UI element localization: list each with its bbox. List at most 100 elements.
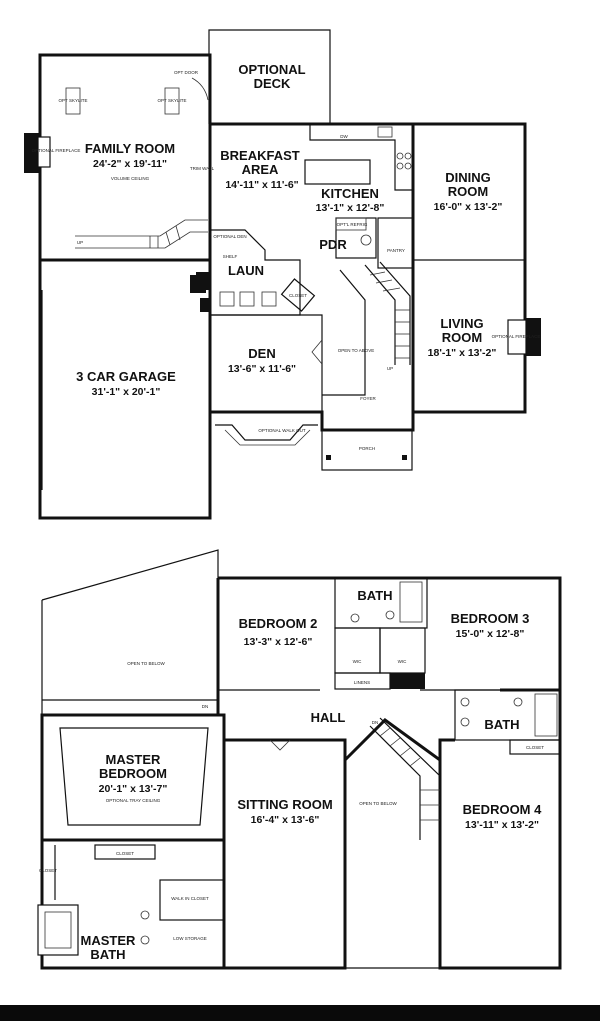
master-bedroom-name-1: MASTER <box>106 752 162 767</box>
upper-bath-walls <box>334 577 428 629</box>
family-up-label: UP <box>77 240 83 245</box>
low-storage-label: LOW STORAGE <box>173 936 206 941</box>
linens-wall-block <box>390 673 425 689</box>
porch <box>321 429 413 471</box>
optional-deck-name-2: DECK <box>254 76 291 91</box>
opt-refrig-label: OPT'L REFRIG <box>337 222 368 227</box>
upper-open-to-below: OPEN TO BELOW <box>127 661 165 666</box>
right-sink-1 <box>460 697 470 707</box>
opt-door-label: OPT DOOR <box>174 70 199 75</box>
laun-name: LAUN <box>228 263 264 278</box>
hall-name: HALL <box>311 710 346 725</box>
tray-ceiling <box>59 727 209 826</box>
open-to-above-label: OPEN TO ABOVE <box>338 348 375 353</box>
breakfast-area-name-1: BREAKFAST <box>220 148 300 163</box>
stair-up-label: UP <box>387 366 393 371</box>
wic-left-label: WIC <box>353 659 362 664</box>
kitchen-counters <box>304 124 413 191</box>
family-room-stair <box>75 219 208 249</box>
wic-left <box>334 627 381 674</box>
opt-door-swing <box>191 77 209 101</box>
bedroom-4-closet-label: CLOSET <box>526 745 544 750</box>
upper-sink-1 <box>350 613 360 623</box>
hall-dn-label: DN <box>202 704 209 709</box>
open-to-below-outline <box>41 549 219 690</box>
sitting-room-walls <box>224 738 347 970</box>
den-dim: 13'-6" x 11'-6" <box>228 363 296 375</box>
living-room-dim: 18'-1" x 13'-2" <box>428 347 497 359</box>
right-bath-name: BATH <box>484 717 519 732</box>
porch-label: PORCH <box>359 446 375 451</box>
pdr-toilet <box>360 234 372 246</box>
garage-walls <box>38 258 212 520</box>
kitchen-name: KITCHEN <box>321 186 379 201</box>
laun-closet-label: CLOSET <box>289 293 307 298</box>
master-bath-name-1: MASTER <box>81 933 137 948</box>
tray-ceiling-label: OPTIONAL TRAY CEILING <box>106 798 161 803</box>
master-bedroom-dim: 20'-1" x 13'-7" <box>99 783 168 795</box>
dining-room-name-2: ROOM <box>448 184 488 199</box>
breakfast-area-name-2: AREA <box>242 162 279 177</box>
main-house-walls <box>210 122 527 432</box>
opt-skylite-right: OPT SKYLITE <box>158 98 187 103</box>
shelf-label: SHELF <box>223 254 238 259</box>
living-room-name-1: LIVING <box>440 316 483 331</box>
washer <box>219 291 235 307</box>
bedroom-2-dim: 13'-3" x 12'-6" <box>244 636 313 648</box>
bedroom-4-name: BEDROOM 4 <box>463 802 543 817</box>
dining-room-dim: 16'-0" x 13'-2" <box>434 201 503 213</box>
kitchen-dim: 13'-1" x 12'-8" <box>316 202 385 214</box>
pdr-name: PDR <box>319 237 347 252</box>
walk-in-closet <box>159 879 225 921</box>
walk-in-closet-label: WALK IN CLOSET <box>171 896 209 901</box>
living-room-name-2: ROOM <box>442 330 482 345</box>
upper-toilet <box>385 610 395 620</box>
garage-dim: 31'-1" x 20'-1" <box>92 386 161 398</box>
family-room-dim: 24'-2" x 19'-11" <box>93 158 167 170</box>
family-room-name: FAMILY ROOM <box>85 141 175 156</box>
pantry-label: PANTRY <box>387 248 405 253</box>
master-closet-label: CLOSET <box>116 851 134 856</box>
second-floor-plan <box>37 549 562 970</box>
sitting-room-dim: 16'-4" x 13'-6" <box>251 814 320 826</box>
dw-label: DW <box>340 134 348 139</box>
master-sink-2 <box>140 935 150 945</box>
main-stair <box>322 261 411 396</box>
laundry-sink <box>261 291 277 307</box>
optional-fireplace-left: OPTIONAL FIREPLACE <box>32 148 81 153</box>
wic-right <box>379 627 426 674</box>
opt-refrig <box>335 217 367 231</box>
bedroom-4-dim: 13'-11" x 13'-2" <box>465 819 539 831</box>
optional-fireplace-right: OPTIONAL FIREPLACE <box>492 334 541 339</box>
dryer <box>239 291 255 307</box>
optional-den-label: OPTIONAL DEN <box>213 234 246 239</box>
skylite-right <box>164 87 180 115</box>
master-tub <box>37 904 79 956</box>
master-bedroom-name-2: BEDROOM <box>99 766 167 781</box>
trim-wall-label: TRIM WALL <box>190 166 215 171</box>
right-toilet <box>513 697 523 707</box>
laundry-wall-block-2 <box>200 298 210 312</box>
master-side-closet-label: CLOSET <box>39 868 57 873</box>
walk-out-label: OPTIONAL WALK OUT <box>258 428 305 433</box>
center-open-to-below-label: OPEN TO BELOW <box>359 801 397 806</box>
upper-stair <box>369 717 441 840</box>
stair-dn-label: DN <box>372 720 379 725</box>
center-open-to-below <box>343 718 442 968</box>
living-room-fireplace <box>507 318 541 356</box>
right-bath-walls <box>454 689 561 741</box>
wic-right-label: WIC <box>398 659 407 664</box>
second-floor-labels: BATH BEDROOM 2 13'-3" x 12'-6" BEDROOM 3… <box>39 588 544 962</box>
den-walls <box>210 314 323 412</box>
den-door-swing <box>311 339 323 365</box>
garage-name: 3 CAR GARAGE <box>76 369 176 384</box>
skylite-left <box>65 87 81 115</box>
linens-label: LINENS <box>354 680 370 685</box>
volume-ceiling-label: VOLUME CEILING <box>111 176 150 181</box>
laundry-closet <box>280 278 316 312</box>
right-sink-2 <box>460 717 470 727</box>
first-floor-labels: OPTIONAL DECK FAMILY ROOM 24'-2" x 19'-1… <box>32 62 541 451</box>
optional-walk-out <box>215 424 318 441</box>
upper-tub <box>399 581 423 623</box>
